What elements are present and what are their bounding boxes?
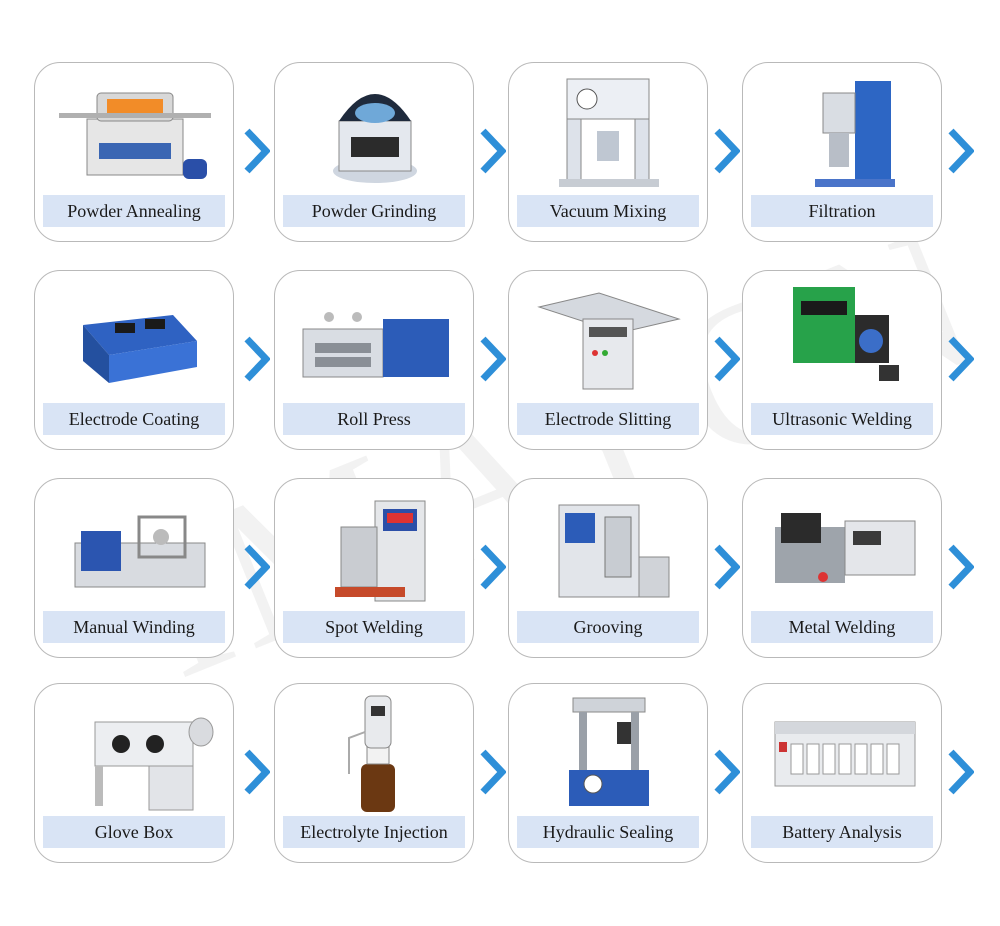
chevron-right-icon [244, 336, 270, 382]
step-label: Manual Winding [43, 611, 225, 643]
step-card: Powder Grinding [274, 62, 474, 242]
chevron-right-icon [948, 128, 974, 174]
chevron-right-icon [948, 544, 974, 590]
step-card: Electrode Slitting [508, 270, 708, 450]
step-card: Hydraulic Sealing [508, 683, 708, 863]
chevron-right-icon [714, 749, 740, 795]
step-label: Electrolyte Injection [283, 816, 465, 848]
step-card: Roll Press [274, 270, 474, 450]
step-card: Grooving [508, 478, 708, 658]
grooving-machine-icon [558, 504, 670, 598]
step-card: Electrolyte Injection [274, 683, 474, 863]
glove-box-icon [94, 717, 214, 811]
tube-furnace-icon [59, 92, 211, 179]
step-card: Metal Welding [742, 478, 942, 658]
step-label: Glove Box [43, 816, 225, 848]
slitting-machine-icon [537, 292, 681, 390]
step-label: Spot Welding [283, 611, 465, 643]
chevron-right-icon [714, 128, 740, 174]
chevron-right-icon [480, 336, 506, 382]
chevron-right-icon [480, 544, 506, 590]
chevron-right-icon [714, 544, 740, 590]
step-card: Powder Annealing [34, 62, 234, 242]
roll-press-icon [302, 312, 449, 378]
step-label: Hydraulic Sealing [517, 816, 699, 848]
step-label: Ultrasonic Welding [751, 403, 933, 435]
step-label: Filtration [751, 195, 933, 227]
step-label: Electrode Coating [43, 403, 225, 435]
step-card: Ultrasonic Welding [742, 270, 942, 450]
filtration-machine-icon [815, 81, 895, 187]
step-card: Electrode Coating [34, 270, 234, 450]
chevron-right-icon [480, 749, 506, 795]
spot-welder-icon [335, 500, 426, 602]
battery-analyzer-icon [774, 721, 916, 787]
step-card: Filtration [742, 62, 942, 242]
step-label: Grooving [517, 611, 699, 643]
chevron-right-icon [948, 336, 974, 382]
metal-welder-icon [775, 513, 916, 583]
chevron-right-icon [480, 128, 506, 174]
step-label: Roll Press [283, 403, 465, 435]
step-card: Manual Winding [34, 478, 234, 658]
coating-machine-icon [83, 315, 197, 383]
step-card: Spot Welding [274, 478, 474, 658]
ball-mill-icon [333, 94, 417, 183]
hydraulic-sealer-icon [569, 697, 649, 806]
step-card: Vacuum Mixing [508, 62, 708, 242]
step-label: Battery Analysis [751, 816, 933, 848]
step-label: Metal Welding [751, 611, 933, 643]
electrolyte-dispenser-icon [348, 695, 395, 812]
step-label: Powder Annealing [43, 195, 225, 227]
chevron-right-icon [244, 544, 270, 590]
step-card: Battery Analysis [742, 683, 942, 863]
winding-machine-icon [74, 515, 206, 588]
step-label: Electrode Slitting [517, 403, 699, 435]
chevron-right-icon [948, 749, 974, 795]
vacuum-mixer-icon [559, 78, 659, 187]
chevron-right-icon [244, 128, 270, 174]
ultrasonic-welder-icon [793, 287, 899, 381]
step-label: Powder Grinding [283, 195, 465, 227]
chevron-right-icon [244, 749, 270, 795]
chevron-right-icon [714, 336, 740, 382]
step-card: Glove Box [34, 683, 234, 863]
step-label: Vacuum Mixing [517, 195, 699, 227]
